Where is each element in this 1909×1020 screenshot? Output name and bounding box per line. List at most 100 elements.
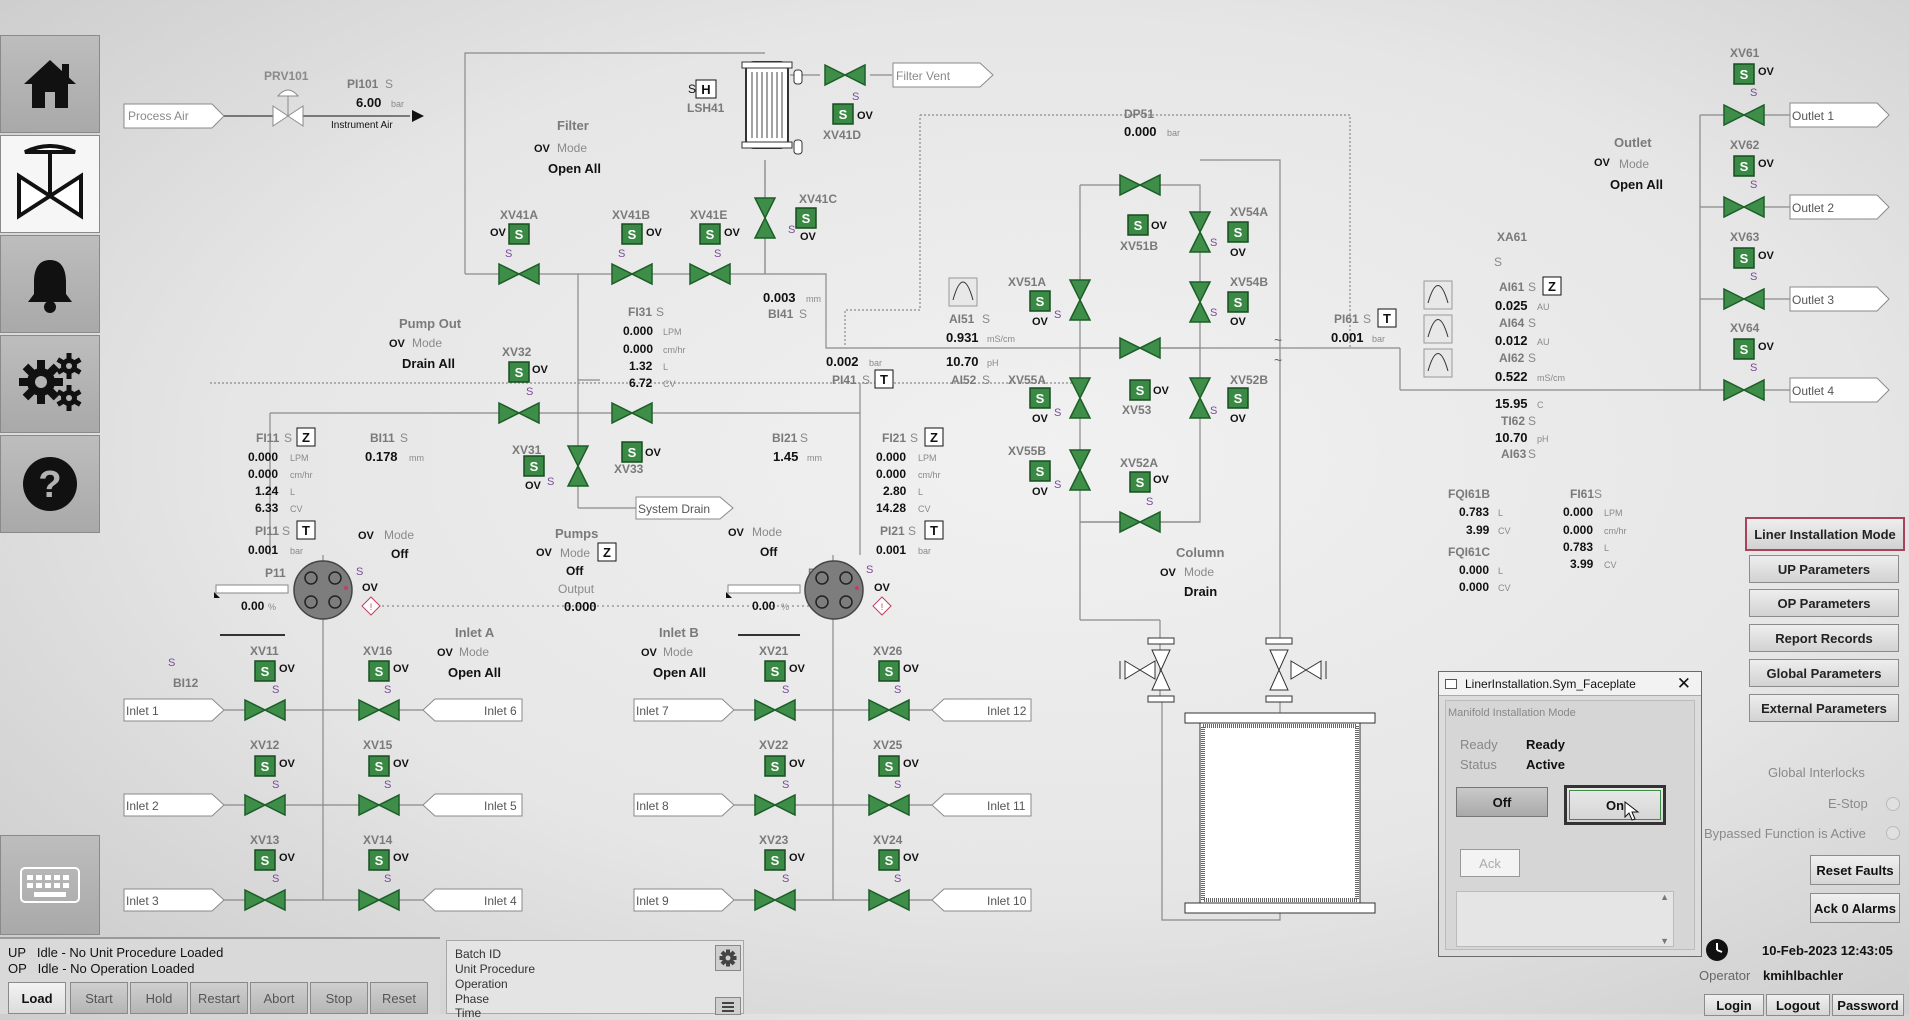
svg-text:CV: CV bbox=[918, 504, 931, 514]
nav-keyboard-button[interactable] bbox=[0, 835, 100, 935]
svg-text:S: S bbox=[656, 305, 664, 319]
svg-text:S: S bbox=[1210, 405, 1217, 417]
scroll-up-icon[interactable]: ▲ bbox=[1660, 892, 1669, 902]
scroll-down-icon[interactable]: ▼ bbox=[1660, 936, 1669, 946]
message-box[interactable]: ▲ ▼ bbox=[1456, 891, 1674, 947]
svg-text:bar: bar bbox=[391, 99, 404, 109]
svg-text:cm/hr: cm/hr bbox=[1604, 526, 1627, 536]
svg-text:0.522: 0.522 bbox=[1495, 369, 1528, 384]
svg-text:OV: OV bbox=[393, 852, 410, 864]
login-button[interactable]: Login bbox=[1704, 994, 1764, 1016]
svg-text:P11: P11 bbox=[265, 566, 286, 580]
op-parameters-button[interactable]: OP Parameters bbox=[1749, 589, 1899, 617]
svg-text:PI61: PI61 bbox=[1334, 312, 1359, 326]
nav-home-button[interactable] bbox=[0, 35, 100, 133]
clock-icon bbox=[1706, 939, 1728, 961]
svg-text:0.000: 0.000 bbox=[876, 467, 906, 481]
svg-text:OV: OV bbox=[362, 582, 379, 594]
reset-button[interactable]: Reset bbox=[370, 982, 428, 1014]
svg-text:Filter Vent: Filter Vent bbox=[896, 69, 951, 83]
password-button[interactable]: Password bbox=[1832, 994, 1904, 1016]
svg-text:FI31: FI31 bbox=[628, 305, 652, 319]
svg-text:Open All: Open All bbox=[448, 665, 501, 680]
svg-text:TI62: TI62 bbox=[1501, 414, 1525, 428]
svg-text:S: S bbox=[272, 873, 279, 885]
svg-text:AI61: AI61 bbox=[1499, 280, 1525, 294]
off-button[interactable]: Off bbox=[1456, 787, 1548, 817]
svg-text:OV: OV bbox=[1032, 316, 1049, 328]
svg-text:OV: OV bbox=[532, 364, 549, 376]
nav-settings-button[interactable] bbox=[0, 335, 100, 433]
svg-text:OV: OV bbox=[646, 227, 663, 239]
pi101-value: 6.00 bbox=[356, 95, 381, 110]
close-icon[interactable]: ✕ bbox=[1676, 674, 1691, 693]
svg-text:S: S bbox=[282, 524, 290, 538]
on-button[interactable]: On bbox=[1564, 785, 1666, 825]
svg-text:LPM: LPM bbox=[918, 453, 937, 463]
global-parameters-button[interactable]: Global Parameters bbox=[1749, 659, 1899, 687]
ack-button[interactable]: Ack bbox=[1460, 849, 1520, 877]
liner-installation-faceplate: LinerInstallation.Sym_Faceplate ✕ Manifo… bbox=[1438, 671, 1702, 957]
up-parameters-button[interactable]: UP Parameters bbox=[1749, 555, 1899, 583]
load-button[interactable]: Load bbox=[8, 982, 66, 1014]
svg-text:bar: bar bbox=[869, 358, 882, 368]
svg-text:Inlet A: Inlet A bbox=[455, 625, 495, 640]
nav-alarms-button[interactable] bbox=[0, 235, 100, 333]
svg-text:XV62: XV62 bbox=[1730, 138, 1760, 152]
svg-text:OV: OV bbox=[1153, 474, 1170, 486]
batch-settings-button[interactable] bbox=[715, 945, 741, 971]
svg-text:6.72: 6.72 bbox=[629, 376, 653, 390]
nav-process-button[interactable] bbox=[0, 135, 100, 233]
svg-text:H: H bbox=[701, 82, 710, 97]
svg-text:~: ~ bbox=[1274, 352, 1282, 368]
svg-text:L: L bbox=[1498, 508, 1503, 518]
svg-text:OV: OV bbox=[1758, 158, 1775, 170]
reset-faults-button[interactable]: Reset Faults bbox=[1810, 855, 1900, 885]
hold-button[interactable]: Hold bbox=[130, 982, 188, 1014]
liner-installation-mode-button[interactable]: Liner Installation Mode bbox=[1745, 517, 1905, 551]
svg-text:mS/cm: mS/cm bbox=[1537, 373, 1565, 383]
svg-text:XV41C: XV41C bbox=[799, 192, 837, 206]
svg-text:3.99: 3.99 bbox=[1466, 523, 1490, 537]
svg-text:Outlet 4: Outlet 4 bbox=[1792, 384, 1834, 398]
cursor-icon bbox=[1624, 801, 1640, 821]
svg-text:S: S bbox=[1363, 312, 1371, 326]
svg-text:Z: Z bbox=[302, 430, 310, 445]
svg-text:Z: Z bbox=[603, 545, 611, 560]
valve-icon bbox=[17, 144, 83, 220]
restart-button[interactable]: Restart bbox=[190, 982, 248, 1014]
time-label: Time bbox=[455, 1006, 482, 1020]
svg-text:S: S bbox=[1210, 237, 1217, 249]
logout-button[interactable]: Logout bbox=[1766, 994, 1830, 1016]
svg-text:0.001: 0.001 bbox=[876, 543, 906, 557]
estop-indicator bbox=[1886, 797, 1900, 811]
svg-text:S: S bbox=[894, 684, 901, 696]
svg-text:S: S bbox=[547, 476, 554, 488]
svg-text:OV: OV bbox=[728, 527, 745, 539]
keyboard-icon bbox=[20, 867, 80, 903]
svg-text:OV: OV bbox=[1230, 413, 1247, 425]
stop-button[interactable]: Stop bbox=[310, 982, 368, 1014]
help-icon: ? bbox=[23, 457, 77, 511]
svg-text:XV51B: XV51B bbox=[1120, 239, 1158, 253]
svg-text:BI21: BI21 bbox=[772, 431, 798, 445]
svg-text:S: S bbox=[168, 657, 175, 669]
svg-text:0.000: 0.000 bbox=[1563, 505, 1593, 519]
svg-text:XV32: XV32 bbox=[502, 345, 532, 359]
external-parameters-button[interactable]: External Parameters bbox=[1749, 694, 1899, 722]
svg-text:S: S bbox=[894, 779, 901, 791]
report-records-button[interactable]: Report Records bbox=[1749, 624, 1899, 652]
status-value: Active bbox=[1526, 757, 1566, 772]
nav-help-button[interactable]: ? bbox=[0, 435, 100, 533]
svg-text:15.95: 15.95 bbox=[1495, 396, 1528, 411]
svg-text:0.931: 0.931 bbox=[946, 330, 979, 345]
svg-text:0.003: 0.003 bbox=[763, 290, 796, 305]
batch-list-button[interactable] bbox=[715, 997, 741, 1015]
op-status: OP Idle - No Operation Loaded bbox=[8, 961, 195, 976]
svg-text:OV: OV bbox=[789, 758, 806, 770]
abort-button[interactable]: Abort bbox=[250, 982, 308, 1014]
svg-text:S: S bbox=[799, 307, 807, 321]
svg-text:Column: Column bbox=[1176, 545, 1224, 560]
ack-alarms-button[interactable]: Ack 0 Alarms bbox=[1810, 893, 1900, 923]
start-button[interactable]: Start bbox=[70, 982, 128, 1014]
